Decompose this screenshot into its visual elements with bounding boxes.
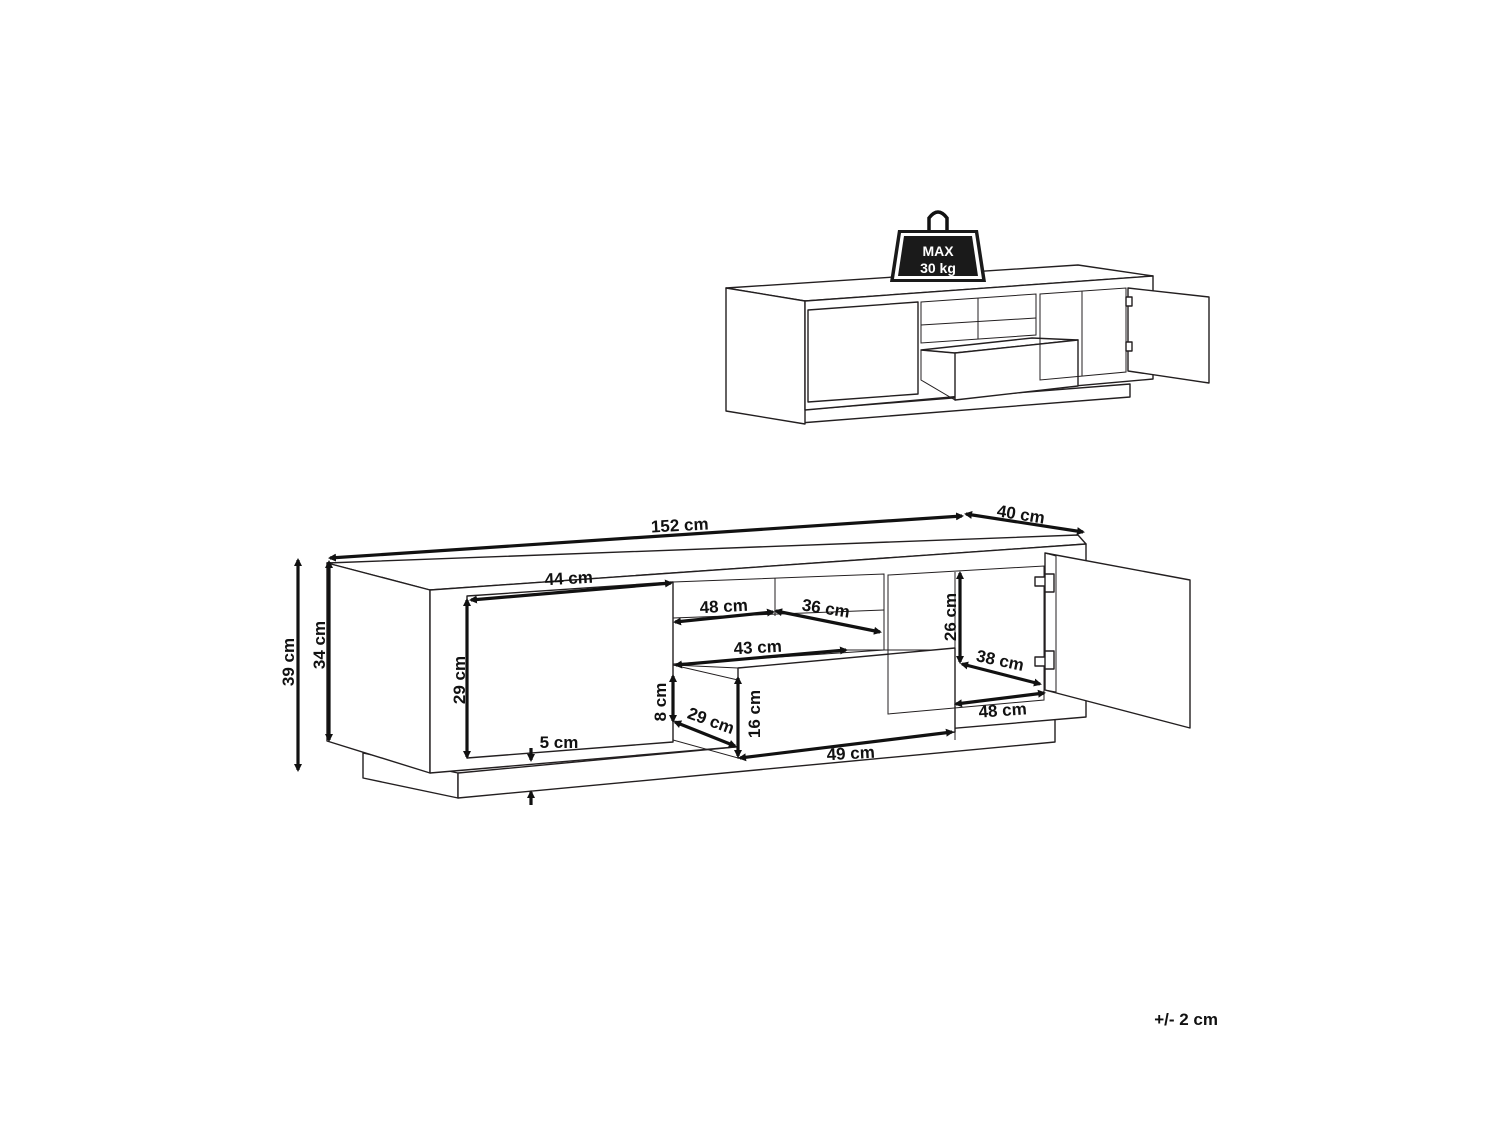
tolerance-note: +/- 2 cm xyxy=(1154,1010,1218,1029)
total-width-label: 152 cm xyxy=(650,515,709,537)
hinge-icon xyxy=(1034,650,1055,670)
left-door-height-label: 29 cm xyxy=(450,656,469,704)
shelf-width-label: 48 cm xyxy=(699,596,748,617)
left-door-width-label: 44 cm xyxy=(544,568,593,589)
dimensioned-drawing: 152 cm 40 cm 39 cm 34 cm 44 cm 29 cm 5 c… xyxy=(279,501,1191,805)
right-compartment-width-label: 48 cm xyxy=(978,699,1027,721)
drawer-front-width-label: 49 cm xyxy=(826,743,875,764)
drawer-inner-width-label: 43 cm xyxy=(733,637,782,658)
plinth-height-label: 5 cm xyxy=(540,733,579,752)
drawer-inner-height-label: 8 cm xyxy=(651,683,670,722)
body-height-label: 34 cm xyxy=(310,621,329,669)
perspective-illustration xyxy=(725,264,1210,425)
depth-label: 40 cm xyxy=(996,501,1047,527)
weight-label: 30 kg xyxy=(920,260,956,276)
weight-handle-icon xyxy=(927,210,949,230)
max-label: MAX xyxy=(922,243,954,259)
max-weight-badge: MAX 30 kg xyxy=(890,210,986,282)
total-height-label: 39 cm xyxy=(279,638,298,686)
hinge-icon xyxy=(1034,573,1055,593)
right-compartment-height-label: 26 cm xyxy=(941,593,960,641)
drawer-front-height-label: 16 cm xyxy=(745,690,764,738)
